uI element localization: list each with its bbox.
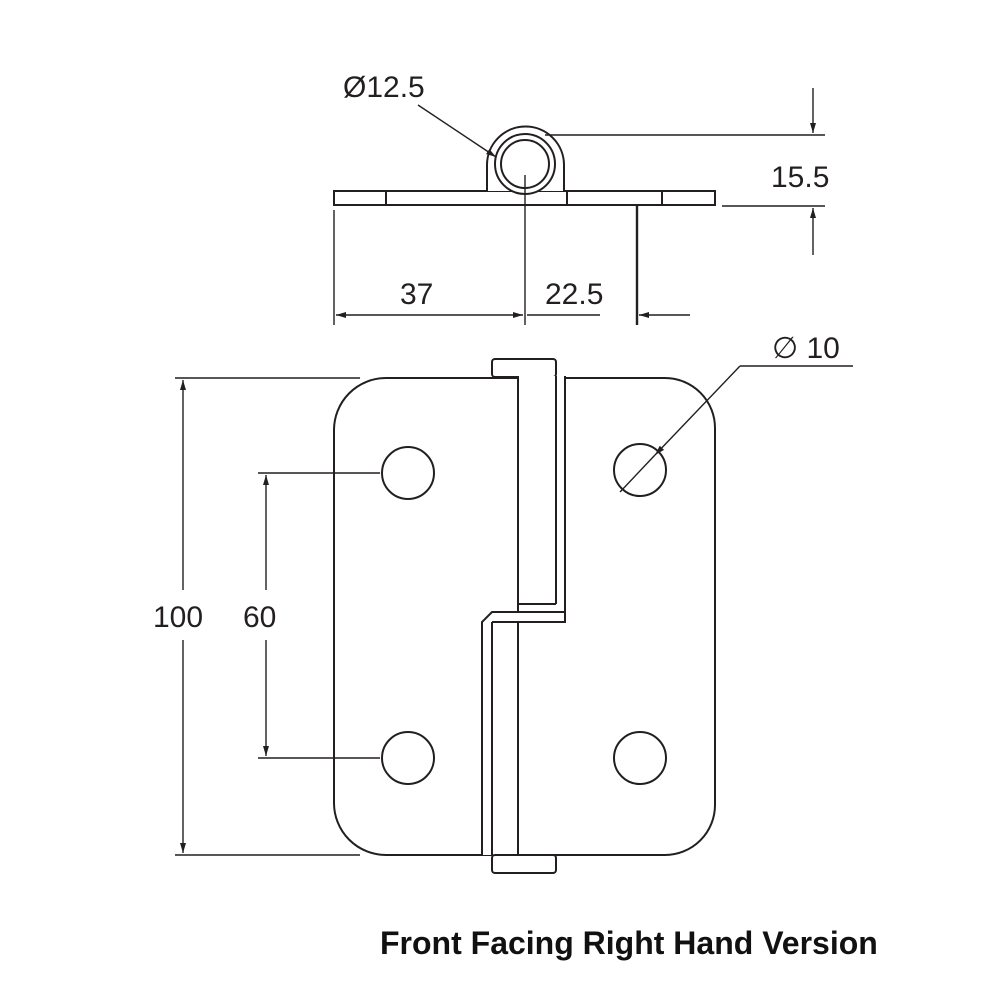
knuckle-cap-bottom	[491, 854, 557, 874]
pin-diameter-label: Ø12.5	[343, 71, 425, 104]
knuckle-height-label: 15.5	[771, 161, 829, 194]
hole-top-left	[381, 446, 435, 500]
hole-top-right	[613, 443, 667, 497]
drawing-caption: Front Facing Right Hand Version	[380, 925, 878, 961]
overall-height-label: 100	[153, 601, 203, 634]
front-dimensions	[175, 365, 853, 856]
upper-knuckle	[517, 376, 566, 613]
hole-diameter-through	[619, 454, 656, 493]
hole-spacing-label: 60	[243, 601, 276, 634]
lower-knuckle	[481, 611, 566, 855]
front-view	[333, 358, 716, 874]
leaf-left-width-label: 37	[400, 278, 433, 311]
hole-diameter-leader	[654, 365, 741, 456]
hole-diameter-label: ∅ 10	[772, 332, 840, 365]
hole-bottom-left	[381, 731, 435, 785]
top-dimensions	[333, 88, 825, 325]
hinge-plate-outline	[333, 377, 716, 856]
knuckle-cap-top	[491, 358, 557, 378]
hole-bottom-right	[613, 731, 667, 785]
pin-diameter-leader	[417, 104, 497, 158]
leaf-right-width-label: 22.5	[545, 278, 603, 311]
